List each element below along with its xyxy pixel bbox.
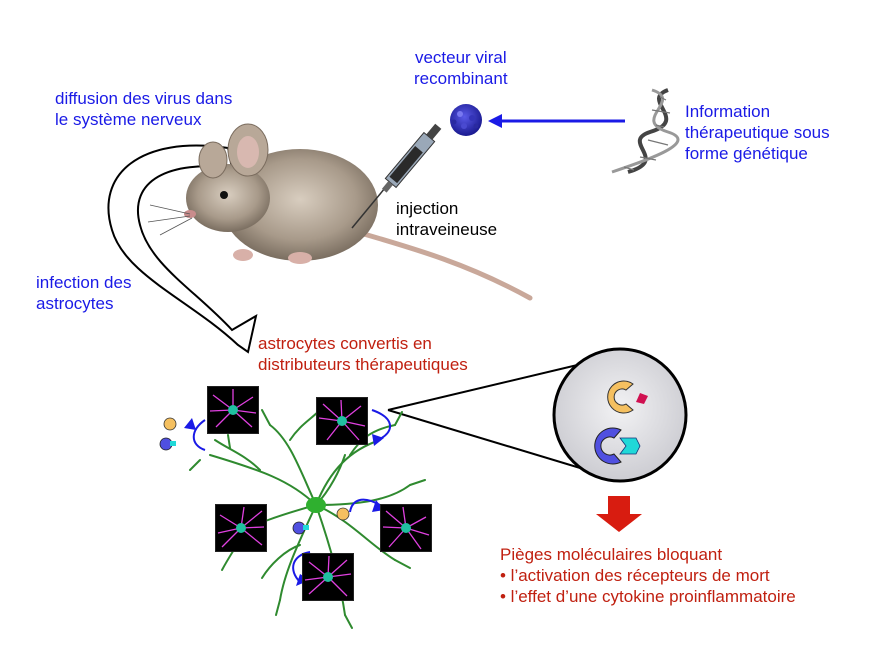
result-down-arrow bbox=[596, 496, 642, 532]
therapeutic-info-label: Information thérapeutique sous forme gén… bbox=[685, 101, 830, 164]
infection-label-line1: infection des bbox=[36, 273, 132, 292]
viral-vector-particle bbox=[450, 104, 482, 136]
astrocyte-micrograph-5 bbox=[302, 553, 354, 601]
therapeutic-info-line2: thérapeutique sous bbox=[685, 123, 830, 142]
astrocyte-micrograph-2 bbox=[316, 397, 368, 445]
injection-label-line2: intraveineuse bbox=[396, 220, 498, 239]
injection-label: injection intraveineuse bbox=[396, 198, 497, 240]
infection-label: infection des astrocytes bbox=[36, 272, 131, 314]
molecular-traps-label: Pièges moléculaires bloquant • l’activat… bbox=[500, 544, 796, 607]
astrocyte-micrograph-4 bbox=[380, 504, 432, 552]
injection-label-line1: injection bbox=[396, 199, 459, 218]
astrocyte-soma bbox=[306, 497, 326, 513]
zoom-callout-lines bbox=[387, 361, 601, 475]
dna-to-vector-arrow bbox=[488, 114, 625, 128]
astrocyte-micrograph-1 bbox=[207, 386, 259, 434]
mouse-illustration bbox=[147, 123, 533, 301]
dna-helix bbox=[611, 88, 680, 174]
infection-path-arrow bbox=[107, 144, 258, 354]
secreted-traps bbox=[159, 409, 391, 586]
converted-astrocytes-line1: astrocytes convertis en bbox=[258, 334, 432, 353]
astrocyte-micrograph-3 bbox=[215, 504, 267, 552]
molecular-traps-title: Pièges moléculaires bloquant bbox=[500, 545, 723, 564]
viral-vector-label: vecteur viral recombinant bbox=[414, 47, 508, 89]
infection-label-line2: astrocytes bbox=[36, 294, 114, 313]
molecular-traps-item-2: • l’effet d’une cytokine proinflammatoir… bbox=[500, 587, 796, 606]
converted-astrocytes-label: astrocytes convertis en distributeurs th… bbox=[258, 333, 468, 375]
diffusion-label-line1: diffusion des virus dans bbox=[55, 89, 233, 108]
molecular-traps-item-1: • l’activation des récepteurs de mort bbox=[500, 566, 770, 585]
diffusion-label-line2: le système nerveux bbox=[55, 110, 202, 129]
therapeutic-info-line1: Information bbox=[685, 102, 771, 121]
viral-vector-label-line1: vecteur viral bbox=[414, 48, 507, 67]
therapeutic-info-line3: forme génétique bbox=[685, 144, 808, 163]
syringe-illustration bbox=[351, 123, 442, 229]
viral-vector-label-line2: recombinant bbox=[414, 69, 508, 88]
converted-astrocytes-line2: distributeurs thérapeutiques bbox=[258, 355, 468, 374]
magnified-trap-circle bbox=[552, 347, 688, 483]
diffusion-label: diffusion des virus dans le système nerv… bbox=[55, 88, 232, 130]
